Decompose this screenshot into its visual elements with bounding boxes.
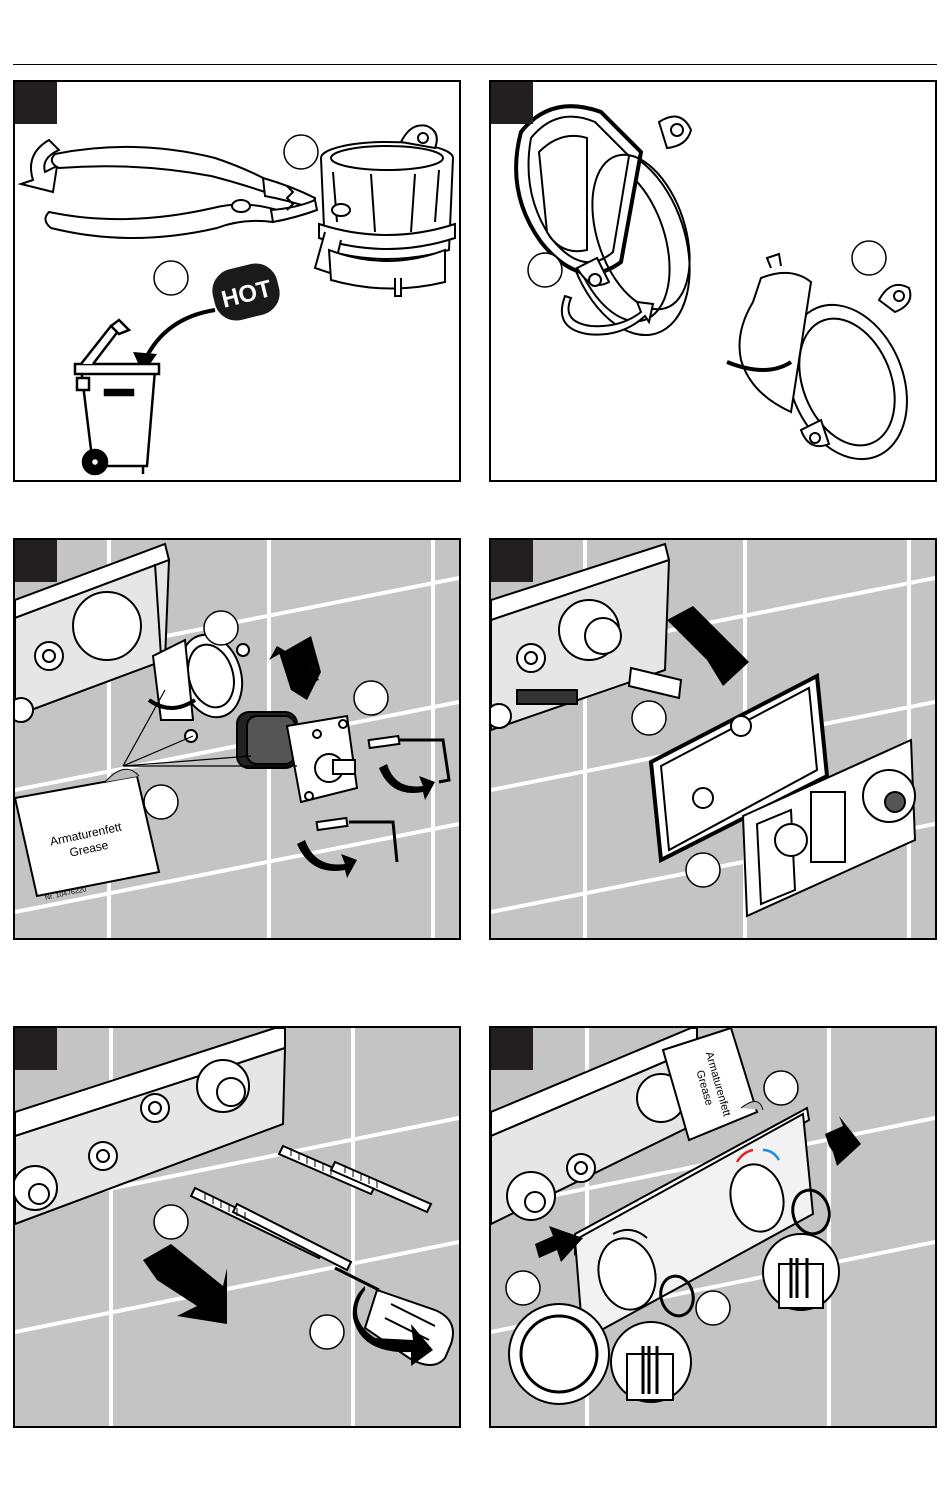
callout-circle	[144, 785, 178, 819]
step-4-illustration	[491, 540, 935, 938]
callout-circle	[632, 701, 666, 735]
callout-circle	[696, 1291, 730, 1325]
screwdriver-shaft-icon	[335, 1268, 379, 1290]
pliers-icon	[45, 147, 317, 238]
top-rule	[13, 64, 937, 65]
callout-circle	[686, 853, 720, 887]
step-number-tab	[491, 82, 533, 124]
thermostat-cartridge-icon	[237, 712, 357, 802]
discard-arrow-icon	[145, 310, 215, 360]
housing-icon	[727, 254, 929, 477]
callout-circle	[284, 135, 318, 169]
step-2-panel	[489, 80, 937, 482]
step-1-illustration: HOT	[15, 82, 459, 480]
callout-circle	[506, 1271, 540, 1305]
housing-with-seal-icon	[516, 106, 712, 351]
step-2-illustration	[491, 82, 935, 480]
step-6-illustration: Armaturenfett Grease	[491, 1028, 935, 1426]
insert-arrow-icon	[143, 1244, 227, 1324]
hot-cap-icon: HOT	[208, 259, 285, 325]
step-3-panel: Armaturenfett Grease Nr. 10476220	[13, 538, 461, 940]
step-6-panel: Armaturenfett Grease	[489, 1026, 937, 1428]
trash-bin-icon	[75, 320, 159, 474]
callout-circle	[204, 611, 238, 645]
step-number-tab	[491, 540, 533, 582]
step-5-illustration	[15, 1028, 459, 1426]
callout-circle	[310, 1315, 344, 1349]
callout-circle	[154, 261, 188, 295]
callout-circle	[354, 681, 388, 715]
step-1-panel: HOT	[13, 80, 461, 482]
callout-circle	[154, 1205, 188, 1239]
screwdriver-icon	[365, 1290, 453, 1365]
step-number-tab	[15, 1028, 57, 1070]
step-number-tab	[491, 1028, 533, 1070]
callout-circle	[852, 241, 886, 275]
step-4-panel	[489, 538, 937, 940]
rotate-arrow-icon	[21, 140, 59, 192]
rotate-arrow-icon	[379, 764, 435, 800]
cartridge-housing-icon	[315, 125, 455, 296]
step-5-panel	[13, 1026, 461, 1428]
step-number-tab	[15, 82, 57, 124]
callout-circle	[528, 253, 562, 287]
step-3-illustration: Armaturenfett Grease Nr. 10476220	[15, 540, 459, 938]
callout-circle	[764, 1071, 798, 1105]
step-number-tab	[15, 540, 57, 582]
grease-packet-icon: Armaturenfett Grease Nr. 10476220	[15, 769, 159, 902]
